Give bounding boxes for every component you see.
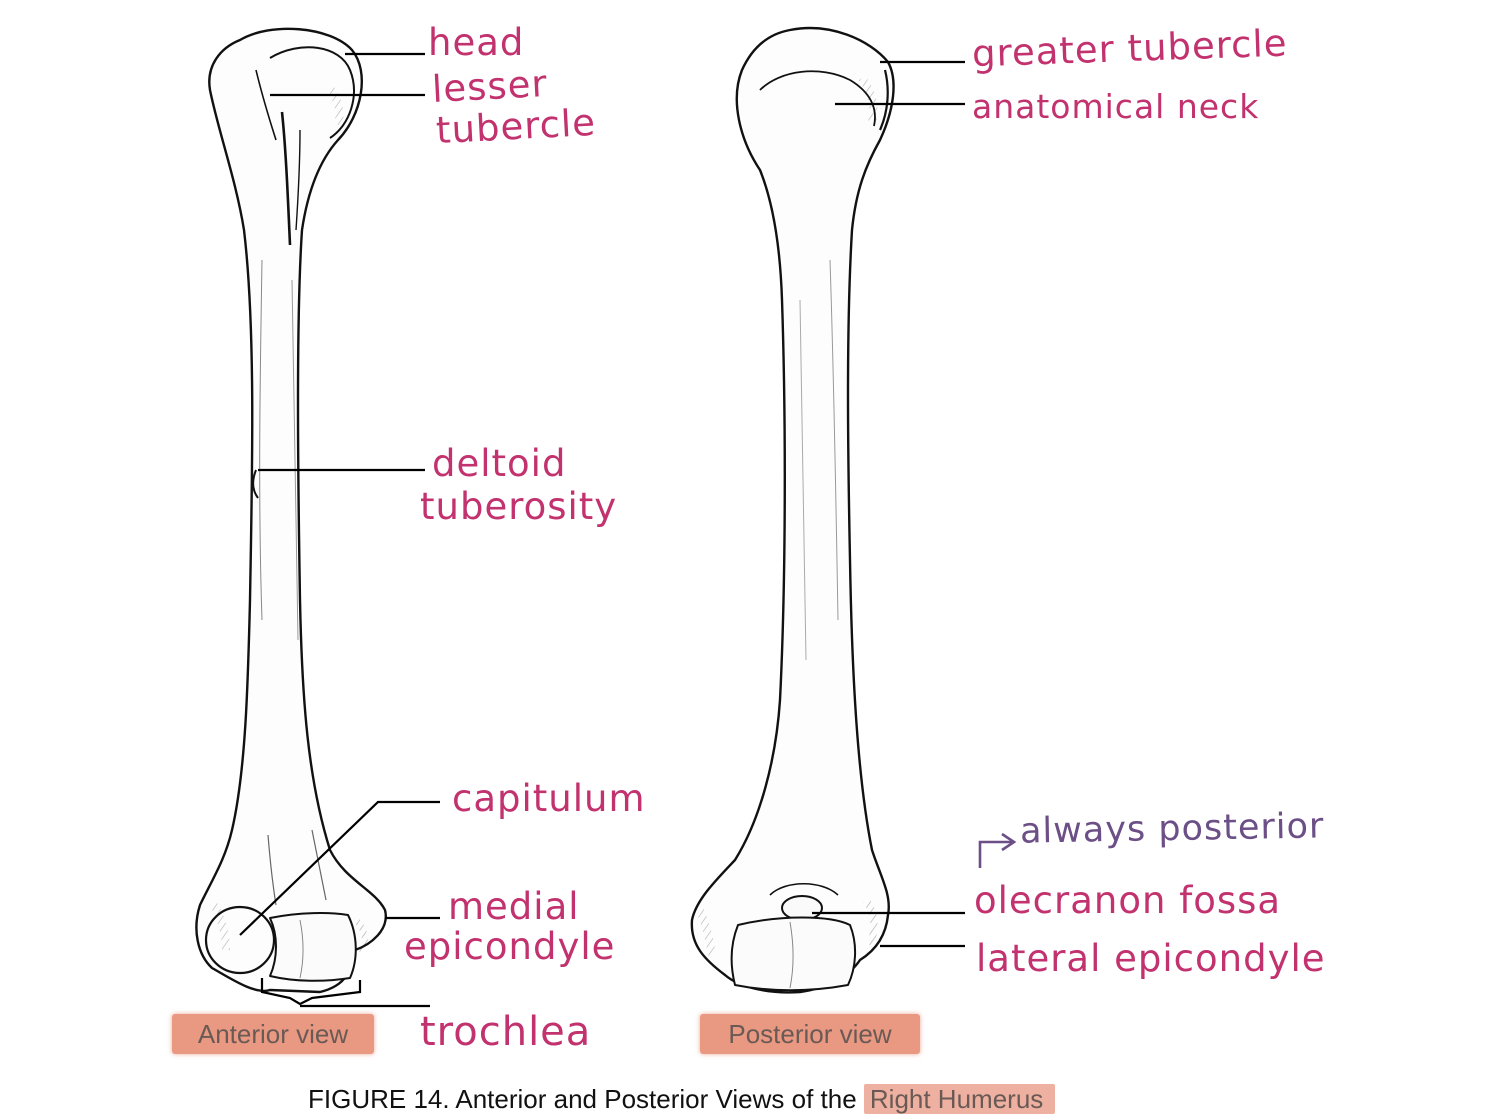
always-posterior-arrow	[978, 840, 1012, 868]
label-capitulum: capitulum	[452, 777, 646, 820]
figure-caption-highlight: Right Humerus	[863, 1084, 1056, 1114]
label-lateral-epicondyle: lateral epicondyle	[976, 937, 1326, 980]
posterior-olecranon-fossa	[781, 895, 823, 921]
label-medial-epicondyle-line1: medial	[448, 885, 580, 928]
leader-capitulum	[239, 800, 440, 936]
posterior-view-label: Posterior view	[700, 1014, 920, 1054]
note-always-posterior: always posterior	[1019, 806, 1325, 852]
posterior-humerus	[690, 26, 895, 994]
anterior-trochlea	[269, 912, 357, 982]
label-deltoid-tuberosity-line2: tuberosity	[420, 485, 618, 528]
label-lesser-tubercle-line2: tubercle	[434, 100, 598, 153]
label-olecranon-fossa: olecranon fossa	[974, 879, 1282, 922]
label-lesser-tubercle-line1: lesser	[430, 62, 549, 111]
leader-lines	[239, 52, 1017, 1008]
anterior-view-label: Anterior view	[172, 1014, 374, 1054]
posterior-humerus-outline	[690, 26, 895, 994]
trochlea-bracket	[260, 978, 362, 1006]
label-head: head	[428, 21, 525, 64]
label-anatomical-neck: anatomical neck	[972, 87, 1260, 126]
label-deltoid-tuberosity-line1: deltoid	[432, 442, 567, 485]
figure-caption-text: FIGURE 14. Anterior and Posterior Views …	[308, 1084, 864, 1114]
label-greater-tubercle: greater tubercle	[971, 21, 1289, 76]
label-medial-epicondyle-line2: epicondyle	[404, 925, 616, 968]
label-trochlea: trochlea	[420, 1009, 592, 1055]
figure-caption: FIGURE 14. Anterior and Posterior Views …	[308, 1082, 1056, 1116]
anterior-humerus	[195, 27, 387, 994]
anterior-humerus-outline	[195, 27, 387, 994]
